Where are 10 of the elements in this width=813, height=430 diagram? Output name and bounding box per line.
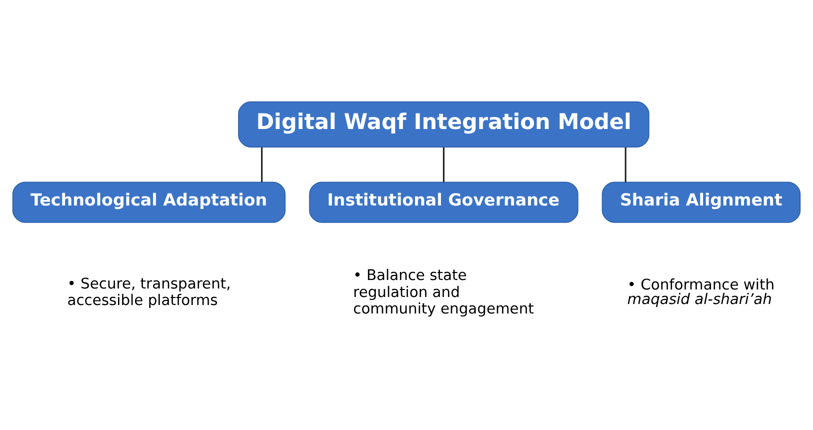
connector — [261, 146, 263, 182]
node-label: • Balance state regulation and community engagement — [353, 266, 534, 317]
node-label: • Conformance with maqasid al-shari’ah — [627, 276, 775, 308]
node-box: Institutional Governance — [309, 181, 578, 222]
connector — [442, 146, 444, 182]
connector — [624, 146, 626, 182]
node-box: Sharia Alignment — [602, 181, 801, 222]
node-box: Technological Adaptation — [12, 181, 286, 222]
node-box: Digital Waqf Integration Model — [238, 100, 650, 147]
node-label: • Secure, transparent, accessible platforms — [67, 274, 231, 309]
